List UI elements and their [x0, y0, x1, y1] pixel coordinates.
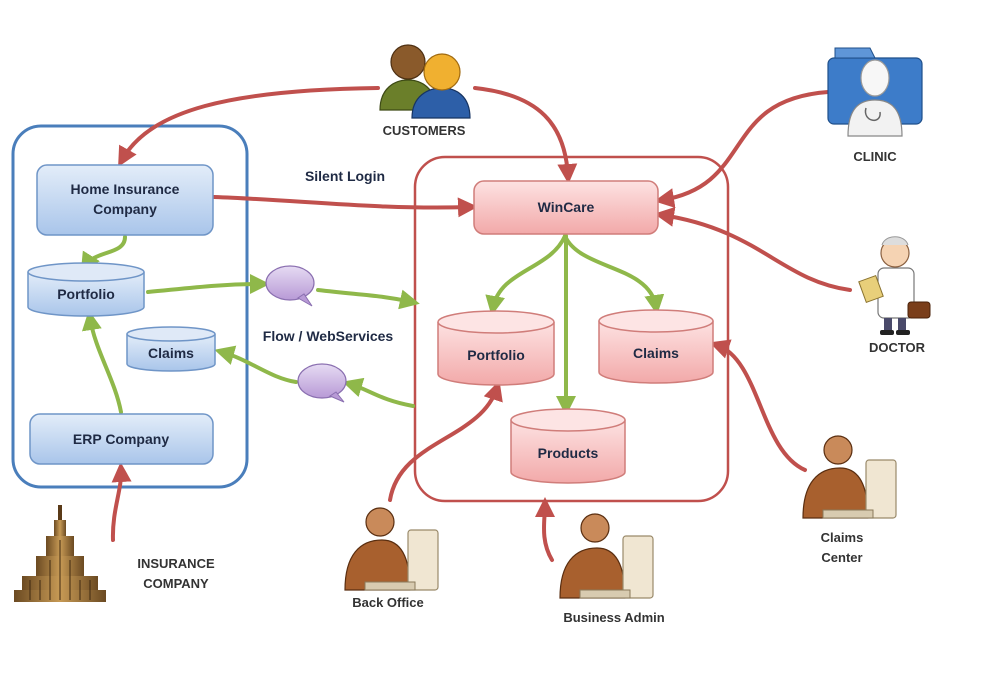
left-system-container [11, 124, 249, 489]
webservice-bubble-bottom [297, 363, 347, 403]
arrow-bubble-to-wincare [316, 288, 420, 310]
left-portfolio-label: Portfolio [57, 286, 115, 302]
wincare-system-container [413, 155, 730, 503]
arrow-wincare-to-portfolio [485, 234, 567, 316]
insurance-company-label-2: COMPANY [143, 576, 209, 591]
wincare-portfolio-label: Portfolio [467, 347, 525, 363]
arrow-business-admin-to-wincare [534, 497, 555, 562]
arrow-doctor-to-wincare [654, 206, 852, 292]
left-portfolio-database[interactable]: Portfolio [27, 262, 145, 317]
arrow-portfolio-to-bubble [146, 274, 270, 295]
customers-icon [379, 44, 471, 119]
arrow-home-insurance-to-wincare [212, 195, 478, 218]
arrow-bubble2-to-claims [214, 345, 298, 384]
wincare-box[interactable]: WinCare [473, 180, 659, 235]
wincare-claims-label: Claims [633, 345, 679, 361]
arrow-wincare-to-claims [563, 234, 665, 315]
silent-login-label: Silent Login [305, 168, 385, 184]
arrow-clinic-to-wincare [654, 90, 830, 208]
arrow-erp-to-portfolio [81, 310, 123, 414]
clinic-label: CLINIC [853, 149, 897, 164]
arrow-home-insurance-to-portfolio [80, 235, 127, 273]
back-office-icon [344, 507, 439, 591]
business-admin-icon [559, 513, 654, 599]
wincare-products-database[interactable]: Products [510, 408, 626, 484]
erp-company-box[interactable]: ERP Company [29, 413, 214, 465]
clinic-icon [827, 47, 923, 137]
claims-center-label-1: Claims [821, 530, 864, 545]
claims-center-icon [802, 435, 897, 519]
business-admin-label: Business Admin [563, 610, 664, 625]
back-office-label: Back Office [352, 595, 424, 610]
arrow-back-office-to-portfolio [388, 380, 503, 502]
arrow-wincare-to-bubble2 [342, 377, 415, 408]
customers-label: CUSTOMERS [383, 123, 466, 138]
home-insurance-box[interactable]: Home Insurance Company [36, 164, 214, 236]
home-insurance-label-2: Company [93, 201, 157, 217]
left-claims-label: Claims [148, 345, 194, 361]
claims-center-label-2: Center [821, 550, 862, 565]
doctor-label: DOCTOR [869, 340, 926, 355]
home-insurance-label-1: Home Insurance [71, 181, 180, 197]
arrow-customers-to-home-insurance [118, 86, 380, 167]
wincare-products-label: Products [538, 445, 599, 461]
flow-webservices-label: Flow / WebServices [263, 328, 394, 344]
arrow-claims-center-to-claims [709, 339, 807, 472]
wincare-portfolio-database[interactable]: Portfolio [437, 310, 555, 386]
webservice-bubble-top [265, 265, 315, 307]
doctor-icon [858, 236, 931, 335]
arrow-customers-to-wincare [473, 86, 578, 184]
insurance-company-label-1: INSURANCE [137, 556, 215, 571]
wincare-claims-database[interactable]: Claims [598, 309, 714, 384]
left-claims-database[interactable]: Claims [126, 326, 216, 372]
wincare-label: WinCare [538, 199, 595, 215]
arrow-insurance-company-to-erp [110, 462, 132, 542]
erp-company-label: ERP Company [73, 431, 169, 447]
building-icon [14, 505, 106, 602]
